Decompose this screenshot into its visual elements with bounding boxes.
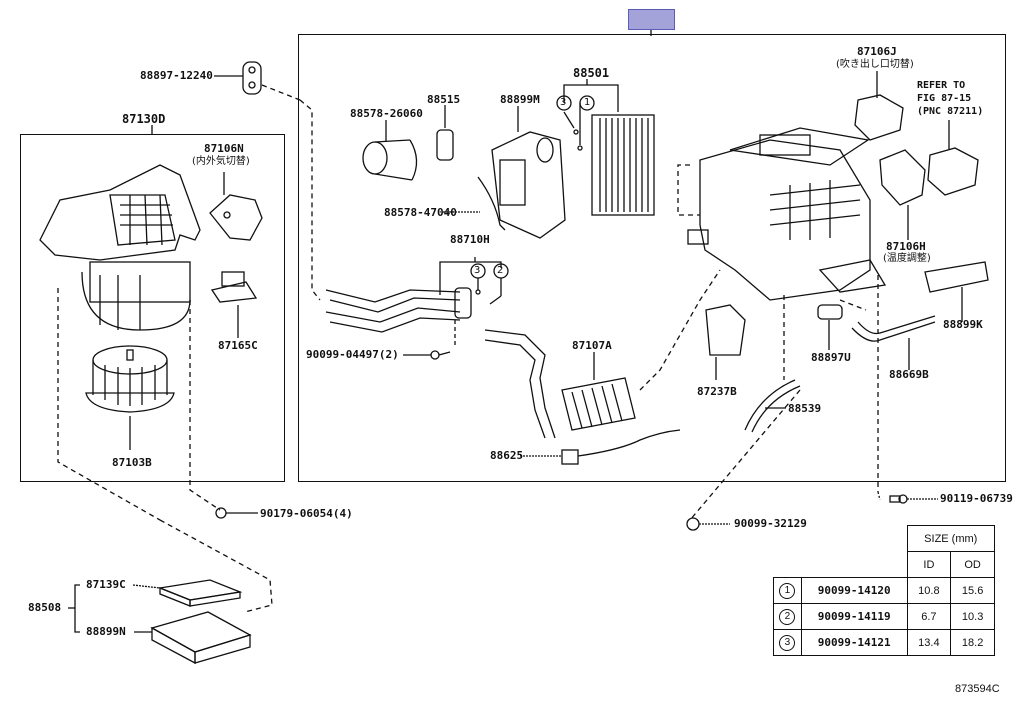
actuator-87106H-drawing — [879, 149, 926, 240]
od-cell: 18.2 — [950, 629, 995, 656]
label-90099-04497[interactable]: 90099-04497(2) — [306, 348, 399, 361]
blower-motor-87103B-drawing — [85, 345, 175, 450]
actuator-87106J-drawing — [854, 71, 904, 141]
label-87106H[interactable]: 87106H — [886, 240, 926, 253]
callout-88501-b: 1 — [584, 97, 591, 108]
filter-case-88899N-drawing — [134, 611, 252, 665]
label-88899K[interactable]: 88899K — [943, 318, 983, 331]
label-90099-32129[interactable]: 90099-32129 — [734, 517, 807, 530]
part-number-cell[interactable]: 90099-14120 — [800, 577, 908, 604]
filter-87139C-drawing — [132, 579, 243, 607]
refer-line-3: (PNC 87211) — [917, 106, 984, 117]
callout-88501-a: 3 — [560, 97, 567, 108]
evaporator-88501-drawing — [563, 79, 655, 216]
bracket-87237B-drawing — [705, 304, 746, 380]
label-88578-26060[interactable]: 88578-26060 — [350, 107, 423, 120]
part-number-cell[interactable]: 90099-14119 — [800, 603, 908, 630]
figure-id: 873594C — [955, 683, 1000, 695]
part-number-cell[interactable]: 90099-14121 — [800, 629, 908, 656]
label-87130D[interactable]: 87130D — [122, 112, 166, 126]
label-87106J[interactable]: 87106J — [857, 45, 897, 58]
pipes-88710H-drawing — [325, 257, 502, 348]
label-88578-47040[interactable]: 88578-47040 — [384, 206, 457, 219]
label-88669B[interactable]: 88669B — [889, 368, 929, 381]
highlight-marker[interactable] — [628, 9, 675, 30]
note-87106H: (温度調整) — [883, 253, 931, 264]
clamp-88897U-drawing — [817, 299, 867, 350]
blower-unit-frame — [20, 134, 285, 482]
duct-88899K-drawing — [924, 261, 989, 322]
case-88899M-drawing — [477, 106, 566, 239]
col-od-header: OD — [950, 551, 995, 578]
label-88501[interactable]: 88501 — [573, 66, 610, 80]
label-90119-06739[interactable]: 90119-06739 — [940, 492, 1013, 505]
heater-core-87107A-drawing — [484, 269, 721, 439]
col-id-header: ID — [906, 551, 952, 578]
hvac-unit-drawing — [677, 127, 887, 301]
label-88508[interactable]: 88508 — [28, 601, 62, 614]
label-88539[interactable]: 88539 — [788, 402, 822, 415]
callout-88710H-b: 2 — [497, 265, 504, 276]
main-assembly-frame — [298, 34, 1006, 482]
label-90179-06054[interactable]: 90179-06054(4) — [260, 507, 353, 520]
size-table: SIZE (mm) ID OD 1 90099-14120 10.8 15.6 … — [773, 525, 996, 656]
drain-hose-88539-drawing — [744, 379, 801, 433]
label-87103B[interactable]: 87103B — [112, 456, 152, 469]
label-87165C[interactable]: 87165C — [218, 339, 258, 352]
label-87106N[interactable]: 87106N — [204, 142, 244, 155]
note-87106J: (吹き出し口切替) — [836, 59, 914, 70]
label-88897-12240[interactable]: 88897-12240 — [140, 69, 213, 82]
actuator-87106N-drawing — [209, 172, 263, 241]
od-cell: 10.3 — [950, 603, 995, 630]
label-88515[interactable]: 88515 — [427, 93, 461, 106]
size-header: SIZE (mm) — [906, 525, 996, 552]
label-88710H[interactable]: 88710H — [450, 233, 490, 246]
refer-line-1: REFER TO — [917, 80, 966, 91]
clip-88897-12240-drawing — [214, 61, 301, 101]
table-row: 3 90099-14121 13.4 18.2 — [773, 629, 995, 656]
od-cell: 15.6 — [950, 577, 995, 604]
label-87139C[interactable]: 87139C — [86, 578, 126, 591]
ref-circle: 1 — [779, 582, 796, 599]
id-cell: 6.7 — [906, 603, 952, 630]
refer-line-2[interactable]: FIG 87-15 — [917, 93, 972, 104]
table-row: 2 90099-14119 6.7 10.3 — [773, 603, 995, 630]
label-88899N[interactable]: 88899N — [86, 625, 126, 638]
id-cell: 10.8 — [906, 577, 952, 604]
id-cell: 13.4 — [906, 629, 952, 656]
label-88625[interactable]: 88625 — [490, 449, 524, 462]
callout-88710H-a: 3 — [474, 265, 481, 276]
note-87106N: (内外気切替) — [192, 156, 250, 167]
sensor-88625-drawing — [520, 429, 681, 465]
hose-88669B-drawing — [851, 315, 936, 370]
sleeve-88578-26060-drawing — [362, 120, 418, 181]
part-88515-drawing — [436, 105, 454, 161]
table-row: 1 90099-14120 10.8 15.6 — [773, 577, 995, 604]
blower-housing-drawing — [39, 164, 201, 331]
label-88897U[interactable]: 88897U — [811, 351, 851, 364]
refer-part-drawing — [927, 120, 979, 196]
ref-circle: 2 — [779, 608, 796, 625]
label-88899M[interactable]: 88899M — [500, 93, 540, 106]
label-87237B[interactable]: 87237B — [697, 385, 737, 398]
resistor-87165C-drawing — [210, 271, 258, 338]
label-87107A[interactable]: 87107A — [572, 339, 612, 352]
ref-circle: 3 — [779, 634, 796, 651]
